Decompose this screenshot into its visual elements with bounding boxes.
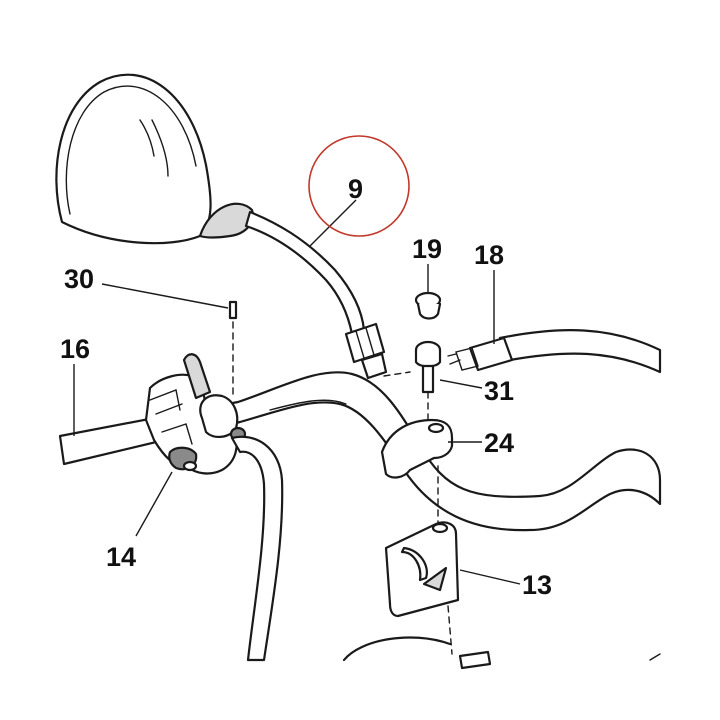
mirror-assembly [55, 73, 388, 380]
mirror-glare [139, 119, 169, 177]
bolt-head-side [414, 348, 442, 368]
clamp-bolt [414, 340, 442, 394]
cable-ferrule [468, 336, 514, 372]
mirror-thread-stub [360, 352, 388, 380]
leader-31 [439, 379, 483, 389]
cable-assembly [447, 329, 662, 374]
callout-9[interactable]: 9 [348, 174, 363, 204]
axis-bolt [427, 391, 453, 655]
callout-13[interactable]: 13 [522, 570, 552, 600]
mirror-stem [244, 210, 366, 336]
steering-stem-top [342, 636, 661, 670]
mirror-head [55, 73, 212, 245]
bolt-shank [421, 364, 435, 394]
callout-30[interactable]: 30 [64, 264, 94, 294]
stem-edge [649, 653, 661, 661]
switch-wiring [230, 435, 284, 662]
handlebar-highlight [269, 399, 347, 411]
callout-14[interactable]: 14 [106, 542, 136, 572]
leader-30 [101, 283, 229, 309]
highlight-circle [308, 135, 410, 237]
callout-31[interactable]: 31 [484, 376, 514, 406]
mirror-head-rim [65, 85, 197, 215]
switch-face-detail [149, 389, 193, 445]
upper-clamp-hole [427, 422, 445, 434]
cable-adjuster [447, 347, 479, 371]
stem-nut [458, 650, 492, 670]
callout-19[interactable]: 19 [412, 234, 442, 264]
callout-16[interactable]: 16 [60, 334, 90, 364]
lower-clamp [384, 521, 460, 618]
stem-cap [342, 636, 452, 662]
switch-lever [182, 353, 212, 400]
switch-housing [144, 353, 247, 475]
lower-clamp-hole [431, 522, 449, 534]
cap-plug [414, 291, 442, 320]
lower-clamp-emblem [422, 566, 448, 592]
assembly-axes [232, 321, 453, 655]
axis-mirror [383, 371, 411, 377]
mirror-nut-facets [355, 327, 375, 359]
plug-body [416, 302, 442, 320]
upper-clamp [380, 418, 454, 479]
callout-24[interactable]: 24 [484, 428, 514, 458]
leader-9 [309, 199, 357, 247]
upper-clamp-body [380, 418, 454, 479]
leader-13 [459, 569, 521, 585]
lower-clamp-notch [400, 546, 428, 582]
switch-screw [182, 460, 198, 472]
callout-18[interactable]: 18 [474, 240, 504, 270]
cable-sheath [498, 329, 662, 374]
leader-14 [135, 471, 173, 537]
leader-lines [73, 199, 521, 585]
switch-collar [199, 394, 239, 438]
retaining-pin [228, 300, 238, 320]
